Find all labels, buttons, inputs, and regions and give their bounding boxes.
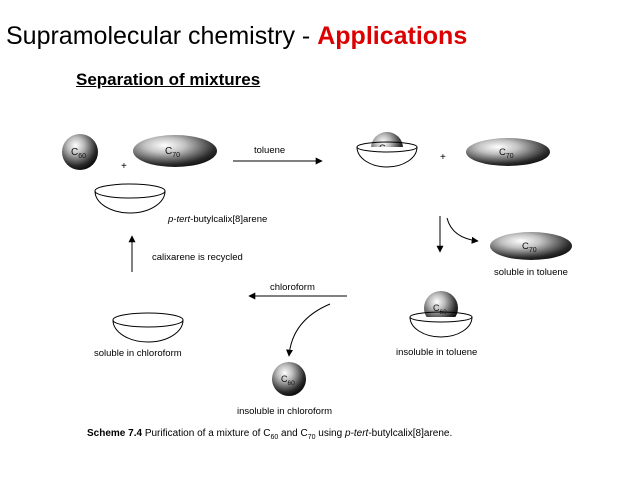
svg-text:C60: C60 bbox=[71, 147, 86, 160]
svg-text:C70: C70 bbox=[522, 241, 537, 254]
recycled-label: calixarene is recycled bbox=[152, 252, 243, 263]
soluble-in-toluene-label: soluble in toluene bbox=[494, 267, 568, 278]
plus-sign-1: + bbox=[121, 161, 127, 172]
insoluble-in-chloroform-label: insoluble in chloroform bbox=[237, 406, 332, 417]
calixarene-bowl-icon bbox=[94, 183, 166, 214]
slide-subtitle: Separation of mixtures bbox=[76, 70, 261, 89]
toluene-label: toluene bbox=[254, 145, 285, 156]
insoluble-in-toluene-label: insoluble in toluene bbox=[396, 347, 477, 358]
plus-sign-2: + bbox=[440, 152, 446, 163]
curved-arrow-c60 bbox=[286, 303, 331, 357]
c70-molecule-start: C70 bbox=[133, 135, 217, 167]
soluble-in-chloroform-label: soluble in chloroform bbox=[94, 348, 182, 359]
chloroform-label: chloroform bbox=[270, 282, 315, 293]
title-highlight: Applications bbox=[317, 22, 468, 50]
recovered-calixarene-bowl-icon bbox=[112, 312, 184, 343]
svg-text:C70: C70 bbox=[499, 147, 514, 160]
svg-text:C70: C70 bbox=[165, 146, 180, 159]
c60-calixarene-precipitate: C60 bbox=[409, 291, 473, 338]
c60-calixarene-complex: C60 bbox=[356, 132, 418, 168]
svg-text:C60: C60 bbox=[281, 374, 295, 387]
c60-molecule-purified: C60 bbox=[272, 362, 306, 396]
curved-arrow-c70 bbox=[446, 217, 479, 244]
title-prefix: Supramolecular chemistry - bbox=[6, 22, 318, 50]
c60-molecule-start: C60 bbox=[62, 134, 98, 170]
calixarene-label: p-tert-butylcalix[8]arene bbox=[167, 214, 267, 225]
scheme-caption: Scheme 7.4 Purification of a mixture of … bbox=[87, 428, 452, 441]
c70-molecule-mixture: C70 bbox=[466, 138, 550, 166]
c70-molecule-separated: C70 bbox=[490, 232, 572, 260]
slide-title: Supramolecular chemistry - Applications bbox=[6, 21, 467, 51]
